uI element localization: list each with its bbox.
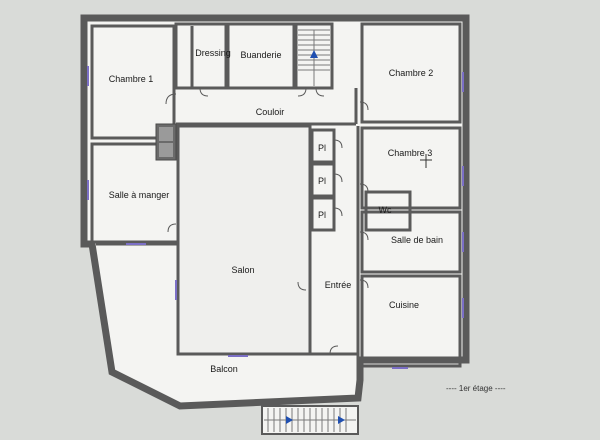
label-buanderie: Buanderie [240, 50, 282, 60]
label-pl2: Pl [317, 176, 327, 186]
stair-top [298, 29, 330, 86]
room-chambre2-outline [360, 22, 462, 124]
room-chambre1-outline [90, 24, 176, 140]
label-wc: Wc [378, 205, 392, 215]
label-dressing: Dressing [195, 48, 231, 58]
room-salle-de-bain-outline [360, 210, 462, 274]
label-chambre3: Chambre 3 [387, 148, 433, 158]
label-salon: Salon [231, 265, 255, 275]
crosshair-cursor-icon [420, 154, 432, 168]
label-chambre2: Chambre 2 [388, 68, 434, 78]
room-stair-top-outline [294, 22, 334, 90]
room-cuisine-outline [360, 274, 462, 368]
label-entree: Entrée [324, 280, 352, 290]
label-couloir: Couloir [255, 107, 285, 117]
label-pl3: Pl [317, 210, 327, 220]
label-chambre1: Chambre 1 [108, 74, 154, 84]
room-dressing-outline [174, 22, 228, 90]
windows [87, 66, 464, 369]
closet-pl3-outline [310, 196, 336, 232]
room-buanderie-outline [226, 22, 296, 90]
closet-pl1-outline [310, 128, 336, 164]
label-salle-a-manger: Salle à manger [108, 190, 170, 200]
room-salon-outline [176, 124, 312, 356]
label-salle-de-bain: Salle de bain [390, 235, 444, 245]
label-pl1: Pl [317, 143, 327, 153]
column-block-inner-2 [159, 143, 173, 157]
column-block-inner [159, 127, 173, 141]
stair-bottom-arrow-icon [286, 416, 293, 424]
label-balcon: Balcon [210, 364, 238, 374]
stair-bottom-arrow-icon-2 [338, 416, 345, 424]
floor-caption: ---- 1er étage ---- [446, 384, 506, 393]
door-swings [165, 87, 369, 355]
label-cuisine: Cuisine [388, 300, 420, 310]
stair-top-arrow-icon [310, 50, 318, 58]
closet-pl2-outline [310, 162, 336, 198]
